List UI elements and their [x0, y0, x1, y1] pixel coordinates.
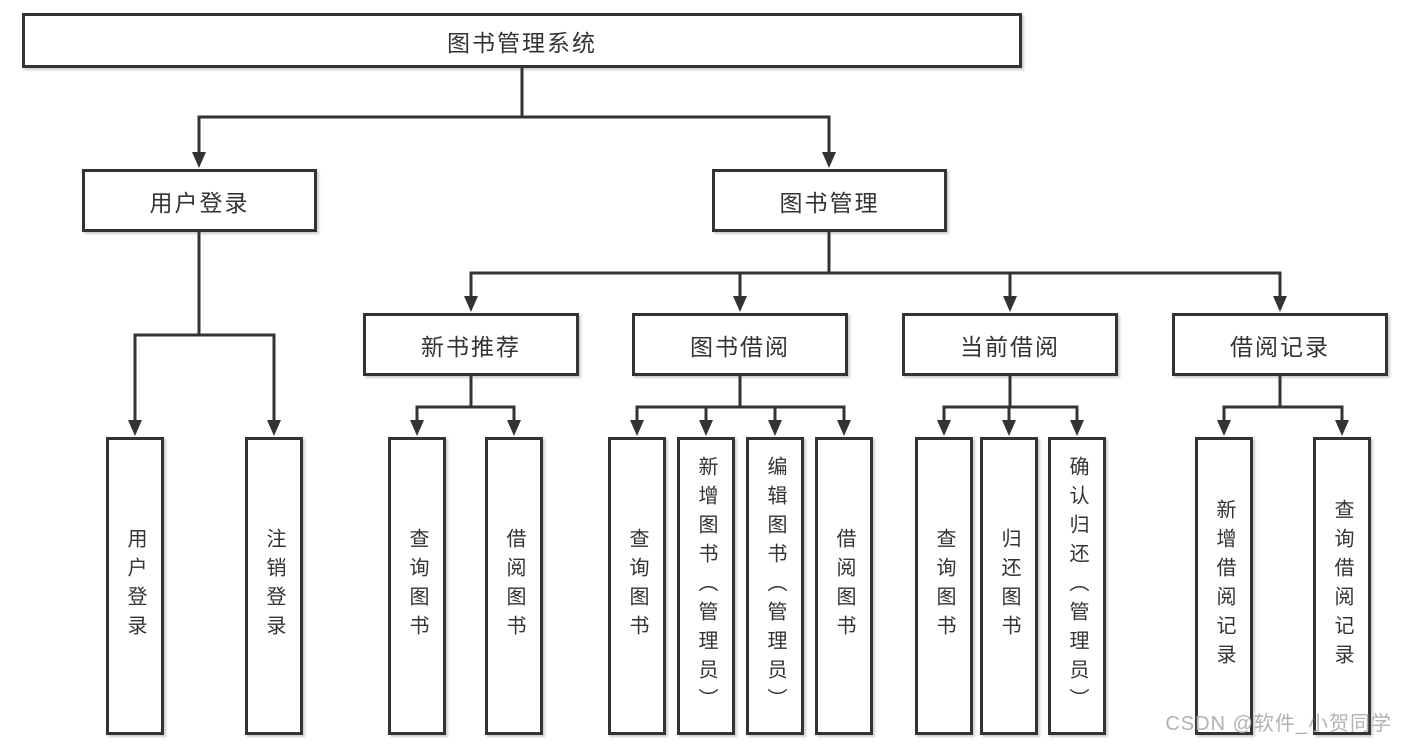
node-new-book-recommend: 新书推荐	[363, 313, 579, 376]
node-leaf-edit-books-admin: 编辑图书（管理员）	[746, 437, 804, 735]
node-leaf-add-books-admin: 新增图书（管理员）	[677, 437, 735, 735]
node-leaf-query-books-borrow: 查询图书	[608, 437, 666, 735]
node-library-system: 图书管理系统	[22, 13, 1022, 68]
node-leaf-return-books: 归还图书	[980, 437, 1038, 735]
node-current-borrow: 当前借阅	[902, 313, 1118, 376]
node-book-management: 图书管理	[712, 169, 947, 232]
node-borrow-records-label: 借阅记录	[1230, 333, 1330, 360]
node-leaf-borrow-books-recommend-label: 借阅图书	[503, 528, 525, 644]
node-current-borrow-label: 当前借阅	[960, 333, 1060, 360]
node-leaf-logout-label: 注销登录	[263, 528, 285, 644]
node-leaf-user-login-label: 用户登录	[124, 528, 146, 644]
node-leaf-confirm-return-admin-label: 确认归还（管理员）	[1066, 455, 1088, 717]
node-book-borrow: 图书借阅	[632, 313, 848, 376]
node-book-management-label: 图书管理	[779, 189, 880, 216]
node-leaf-query-books-current-label: 查询图书	[933, 528, 955, 644]
node-leaf-add-borrow-record-label: 新增借阅记录	[1213, 499, 1235, 673]
node-leaf-return-books-label: 归还图书	[998, 528, 1020, 644]
node-leaf-query-borrow-record-label: 查询借阅记录	[1331, 499, 1353, 673]
node-leaf-borrow-books: 借阅图书	[815, 437, 873, 735]
node-new-book-recommend-label: 新书推荐	[421, 333, 521, 360]
node-leaf-confirm-return-admin: 确认归还（管理员）	[1048, 437, 1106, 735]
node-book-borrow-label: 图书借阅	[690, 333, 790, 360]
node-leaf-edit-books-admin-label: 编辑图书（管理员）	[764, 455, 786, 717]
node-leaf-query-borrow-record: 查询借阅记录	[1313, 437, 1371, 735]
csdn-watermark: CSDN @软件_小贺同学	[1165, 713, 1392, 735]
node-leaf-logout: 注销登录	[245, 437, 303, 735]
node-leaf-query-books-borrow-label: 查询图书	[626, 528, 648, 644]
node-leaf-add-books-admin-label: 新增图书（管理员）	[695, 455, 717, 717]
node-leaf-query-books-current: 查询图书	[915, 437, 973, 735]
node-leaf-query-books-recommend-label: 查询图书	[406, 528, 428, 644]
node-user-login-label: 用户登录	[149, 189, 250, 216]
node-borrow-records: 借阅记录	[1172, 313, 1388, 376]
node-leaf-user-login: 用户登录	[106, 437, 164, 735]
node-library-system-label: 图书管理系统	[447, 29, 597, 56]
node-leaf-add-borrow-record: 新增借阅记录	[1195, 437, 1253, 735]
node-user-login: 用户登录	[82, 169, 317, 232]
arrowheads	[128, 152, 1349, 436]
node-leaf-borrow-books-recommend: 借阅图书	[485, 437, 543, 735]
node-leaf-query-books-recommend: 查询图书	[388, 437, 446, 735]
node-leaf-borrow-books-label: 借阅图书	[833, 528, 855, 644]
